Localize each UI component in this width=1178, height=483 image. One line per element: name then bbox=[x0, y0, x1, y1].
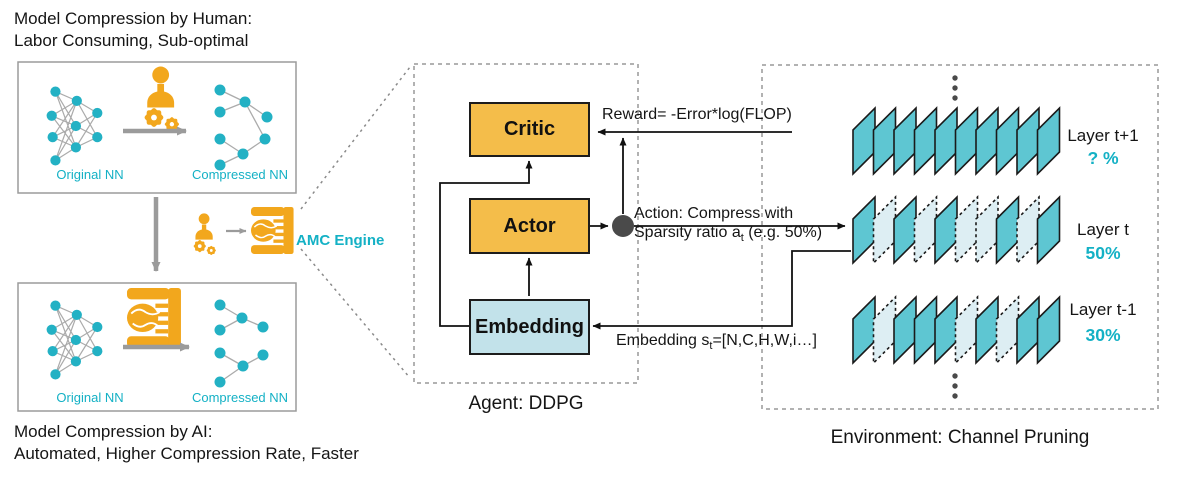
critic-box: Critic bbox=[469, 102, 590, 157]
channel-plane bbox=[913, 106, 938, 176]
action-annotation-line1: Action: Compress with bbox=[634, 205, 794, 222]
dotted-connector-upper bbox=[300, 66, 411, 210]
pruned-channel-plane bbox=[975, 195, 999, 265]
ai-compression-panel bbox=[17, 282, 297, 412]
channel-plane bbox=[1036, 195, 1061, 265]
layer-t-minus-1-ratio: 30% bbox=[1085, 325, 1121, 345]
channel-plane bbox=[852, 295, 876, 365]
channel-plane bbox=[954, 106, 979, 176]
state-annotation-post: =[N,C,H,W,i…] bbox=[712, 332, 817, 349]
original-nn-graphic-top bbox=[46, 85, 104, 167]
channel-plane bbox=[1016, 106, 1040, 176]
channel-plane bbox=[934, 295, 958, 365]
pruned-channel-plane bbox=[1016, 195, 1040, 265]
channel-plane bbox=[852, 195, 876, 265]
action-annotation-line2-post: (e.g. 50%) bbox=[743, 224, 823, 241]
ai-press-brain-icon bbox=[126, 287, 182, 349]
amc-engine-press-brain-icon bbox=[250, 206, 295, 255]
channel-plane bbox=[1016, 295, 1040, 365]
channel-plane bbox=[1036, 295, 1061, 365]
environment-caption: Environment: Channel Pruning bbox=[830, 427, 1090, 448]
ai-caption-line1: Model Compression by AI: bbox=[14, 422, 213, 441]
layer-t-plus-1-label: Layer t+1 bbox=[1067, 126, 1139, 145]
channel-plane bbox=[893, 195, 917, 265]
channel-plane bbox=[1036, 106, 1061, 176]
pruned-channel-plane bbox=[954, 195, 979, 265]
engineer-gears-icon bbox=[144, 67, 180, 132]
compressed-nn-label-bottom: Compressed NN bbox=[191, 390, 289, 405]
layer-t-plus-1-ratio: ? % bbox=[1087, 148, 1119, 168]
original-nn-graphic-bottom bbox=[46, 299, 104, 381]
agent-dashed-box bbox=[413, 63, 639, 384]
human-title-line1: Model Compression by Human: bbox=[14, 9, 253, 28]
layer-t-label: Layer t bbox=[1077, 220, 1129, 239]
actor-label: Actor bbox=[503, 214, 556, 237]
channel-plane bbox=[975, 106, 999, 176]
state-to-embedding-arrow bbox=[592, 250, 851, 330]
environment-dashed-box bbox=[761, 64, 1159, 410]
layer-stack-t bbox=[852, 195, 1061, 265]
original-nn-label-bottom: Original NN bbox=[56, 390, 124, 405]
compressed-nn-graphic-bottom bbox=[213, 298, 270, 389]
engineer-small-icon bbox=[193, 213, 216, 255]
channel-plane bbox=[995, 106, 1020, 176]
ellipsis-dots-top bbox=[952, 75, 958, 101]
original-nn-label-top: Original NN bbox=[56, 167, 124, 182]
human-compression-panel bbox=[17, 61, 297, 194]
channel-plane bbox=[934, 195, 958, 265]
action-junction-dot bbox=[612, 215, 634, 237]
critic-label: Critic bbox=[503, 118, 556, 140]
state-annotation-sub: t bbox=[709, 340, 713, 353]
embedding-label: Embedding bbox=[475, 315, 584, 338]
channel-plane bbox=[893, 295, 917, 365]
action-annotation-sub: t bbox=[740, 232, 744, 245]
embedding-box: Embedding bbox=[469, 299, 590, 355]
compressed-nn-graphic-top bbox=[213, 83, 274, 172]
channel-plane bbox=[934, 106, 958, 176]
layer-t-minus-1-label: Layer t-1 bbox=[1069, 300, 1137, 319]
pruned-channel-plane bbox=[872, 295, 897, 365]
agent-caption: Agent: DDPG bbox=[468, 393, 584, 414]
actor-box: Actor bbox=[469, 198, 590, 254]
channel-plane bbox=[852, 106, 876, 176]
pruned-channel-plane bbox=[954, 295, 979, 365]
state-annotation: Embedding st=[N,C,H,W,i…] bbox=[616, 332, 817, 352]
channel-plane bbox=[893, 106, 917, 176]
pruned-channel-plane bbox=[995, 295, 1020, 365]
dotted-connector-lower bbox=[300, 248, 411, 379]
compressed-nn-label-top: Compressed NN bbox=[191, 167, 289, 182]
pruned-channel-plane bbox=[872, 195, 897, 265]
ellipsis-dots-bottom bbox=[952, 373, 958, 399]
layer-stack-t-minus-1 bbox=[852, 295, 1061, 365]
ai-caption-line2: Automated, Higher Compression Rate, Fast… bbox=[14, 444, 359, 463]
human-title-line2: Labor Consuming, Sub-optimal bbox=[14, 31, 249, 50]
channel-plane bbox=[913, 295, 938, 365]
amc-engine-label: AMC Engine bbox=[296, 232, 385, 249]
channel-plane bbox=[975, 295, 999, 365]
action-annotation-line2: Sparsity ratio at (e.g. 50%) bbox=[634, 224, 822, 244]
layer-stack-t-plus-1 bbox=[852, 106, 1061, 176]
layer-t-ratio: 50% bbox=[1085, 243, 1121, 263]
channel-plane bbox=[995, 195, 1020, 265]
reward-annotation: Reward= -Error*log(FLOP) bbox=[602, 106, 792, 123]
channel-plane bbox=[872, 106, 897, 176]
embedding-to-critic-arrow bbox=[439, 160, 533, 327]
action-annotation-line2-pre: Sparsity ratio a bbox=[634, 224, 741, 241]
pruned-channel-plane bbox=[913, 195, 938, 265]
state-annotation-pre: Embedding s bbox=[616, 332, 710, 349]
